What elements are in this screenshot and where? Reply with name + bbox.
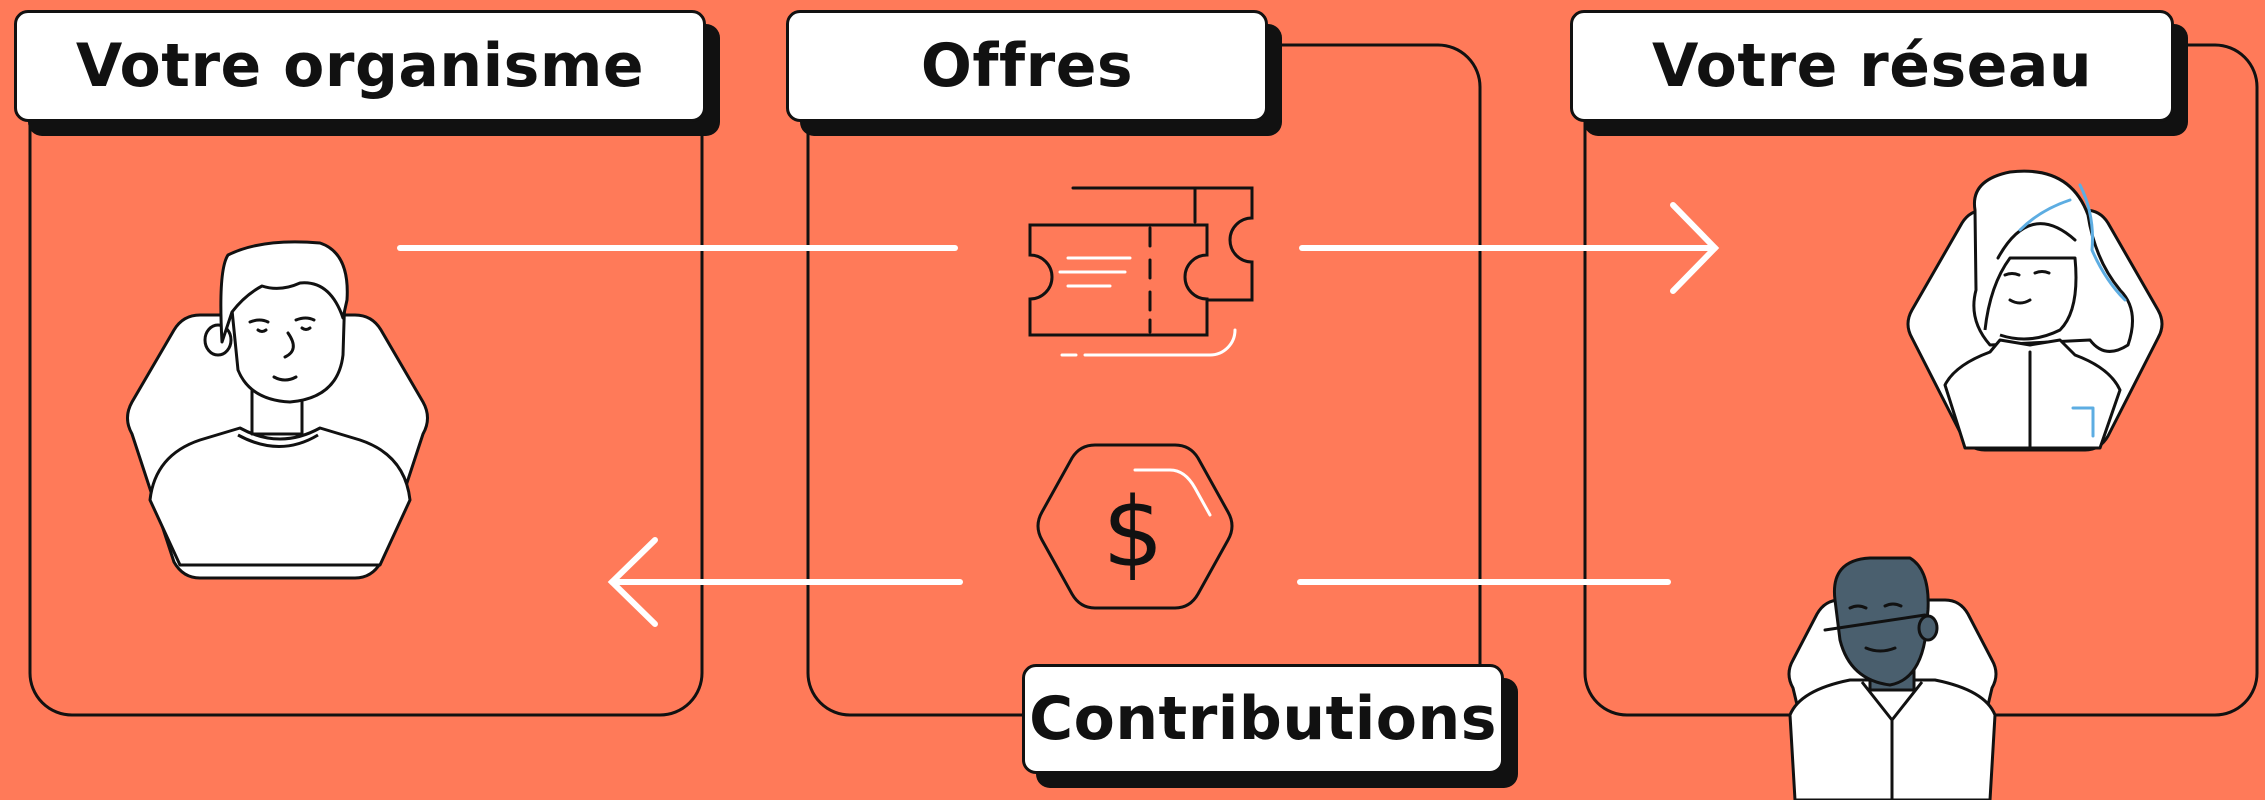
- dollar-icon: $: [1036, 443, 1234, 610]
- person-reseau-man-icon: [1787, 556, 1998, 800]
- label-offres: Offres: [786, 10, 1268, 122]
- offer-flow-arrow: [397, 202, 1720, 294]
- label-contributions: Contributions: [1022, 664, 1504, 774]
- dollar-glyph: $: [1102, 477, 1163, 589]
- person-reseau-woman-icon: [1906, 169, 2164, 452]
- contribution-flow-arrow: [607, 537, 1671, 627]
- person-organisme-icon: [126, 240, 429, 580]
- ticket-icon: [1028, 186, 1254, 357]
- panel-offres: [806, 43, 1482, 717]
- label-votre-organisme: Votre organisme: [14, 10, 706, 122]
- label-votre-reseau: Votre réseau: [1570, 10, 2174, 122]
